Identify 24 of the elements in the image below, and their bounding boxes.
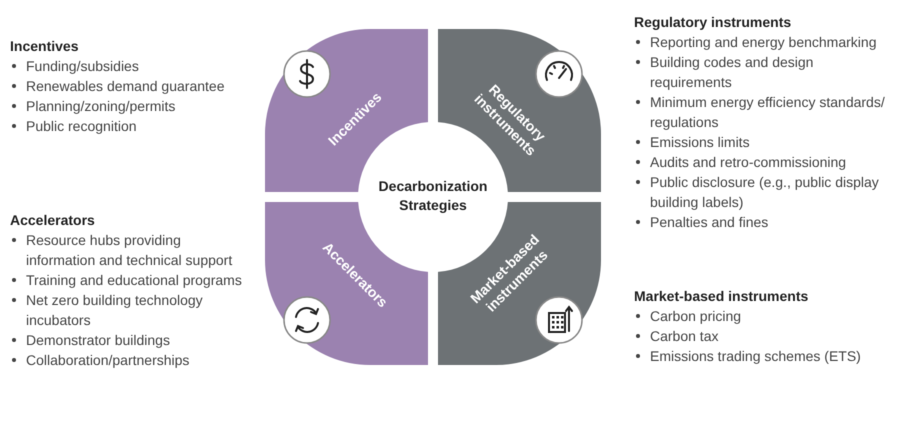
list-heading: Incentives [10,37,78,56]
bullet-item: Training and educational programs [10,270,250,290]
bullet-item: Penalties and fines [634,212,896,232]
bullet-item: Carbon pricing [634,306,896,326]
bullet-item: Net zero building technology incubators [10,290,250,330]
list-heading: Market-based instruments [634,287,808,306]
bullet-item: Building codes and design requirements [634,52,896,92]
bullet-item: Public disclosure (e.g., public display building labels) [634,172,896,212]
bullet-item: Audits and retro-commissioning [634,152,896,172]
list-heading: Regulatory instruments [634,13,792,32]
bullet-item: Collaboration/partnerships [10,350,250,370]
bullet-item: Resource hubs providing information and technical support [10,230,250,270]
bullet-item: Minimum energy efficiency standards/ regulations [634,92,896,132]
center-label: Decarbonization Strategies [371,177,495,215]
bullet-item: Emissions limits [634,132,896,152]
bullet-item: Renewables demand guarantee [10,76,250,96]
bullet-item: Planning/zoning/permits [10,96,250,116]
bullet-item: Public recognition [10,116,250,136]
bullet-item: Carbon tax [634,326,896,346]
list-heading: Accelerators [10,211,95,230]
bullet-item: Reporting and energy benchmarking [634,32,896,52]
bullet-item: Demonstrator buildings [10,330,250,350]
bullet-item: Funding/subsidies [10,56,250,76]
bullet-item: Emissions trading schemes (ETS) [634,346,896,366]
